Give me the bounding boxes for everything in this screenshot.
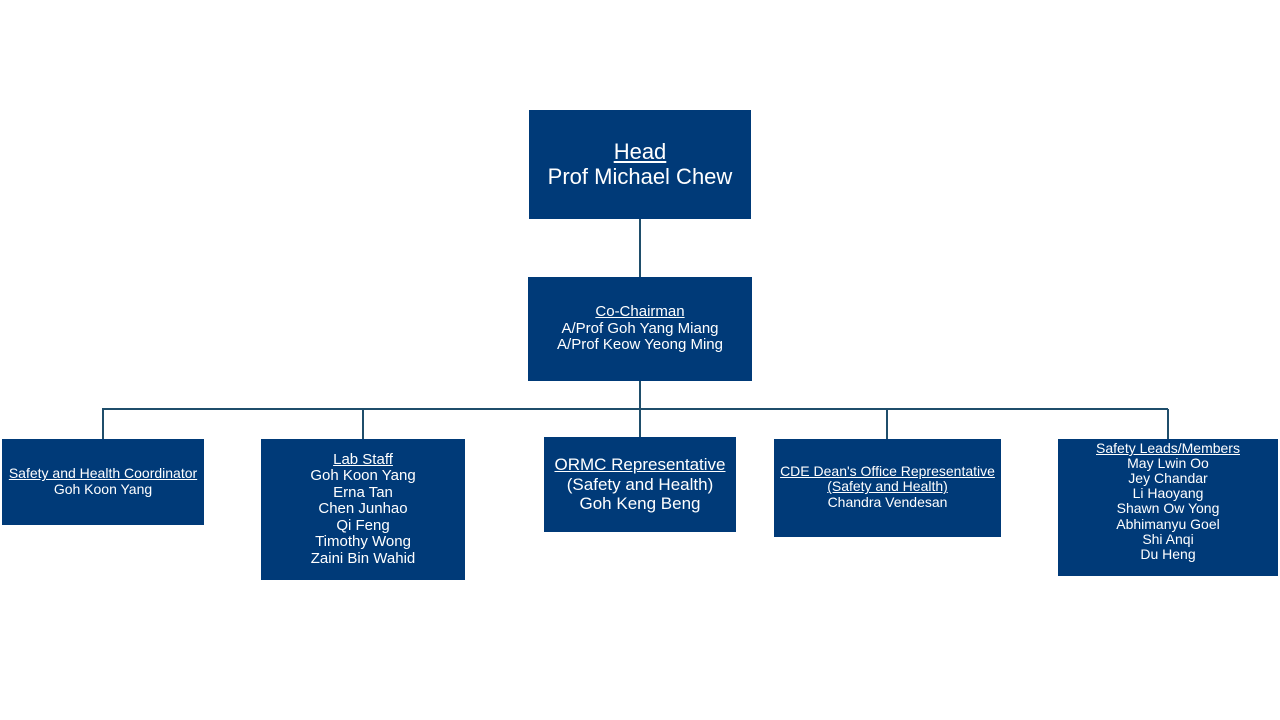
- lab-staff-box: Lab Staff Goh Koon Yang Erna Tan Chen Ju…: [261, 439, 465, 580]
- lab-staff-member: Erna Tan: [333, 483, 393, 501]
- lab-staff-member: Goh Koon Yang: [310, 467, 416, 485]
- lab-staff-member: Chen Junhao: [318, 500, 408, 518]
- safety-leads-member: Shawn Ow Yong: [1116, 500, 1220, 517]
- head-title: Head: [613, 138, 667, 164]
- head-box: Head Prof Michael Chew: [529, 110, 751, 219]
- cde-representative-title: CDE Dean's Office Representative: [780, 463, 995, 479]
- lab-staff-member: Timothy Wong: [315, 533, 411, 551]
- cde-representative-title-line2: (Safety and Health): [827, 478, 948, 495]
- co-chairman-box: Co-Chairman A/Prof Goh Yang Miang A/Prof…: [528, 277, 752, 381]
- ormc-representative-subtitle: (Safety and Health): [566, 474, 714, 494]
- safety-leads-member: Li Haoyang: [1132, 485, 1204, 502]
- safety-health-coordinator-box: Safety and Health Coordinator Goh Koon Y…: [2, 439, 204, 525]
- safety-leads-members-box: Safety Leads/Members May Lwin Oo Jey Cha…: [1058, 439, 1278, 576]
- safety-leads-member: Abhimanyu Goel: [1116, 515, 1220, 532]
- safety-leads-member: Du Heng: [1140, 545, 1196, 562]
- safety-health-coordinator-title: Safety and Health Coordinator: [8, 465, 198, 482]
- head-name: Prof Michael Chew: [547, 163, 733, 189]
- co-chairman-title: Co-Chairman: [595, 303, 685, 321]
- lab-staff-member: Qi Feng: [336, 516, 390, 534]
- co-chairman-name: A/Prof Keow Yeong Ming: [557, 336, 723, 354]
- safety-leads-member: May Lwin Oo: [1127, 455, 1209, 472]
- ormc-representative-box: ORMC Representative (Safety and Health) …: [544, 437, 736, 532]
- cde-representative-name: Chandra Vendesan: [827, 493, 948, 510]
- safety-health-coordinator-name: Goh Koon Yang: [53, 481, 153, 497]
- lab-staff-member: Zaini Bin Wahid: [310, 549, 416, 567]
- ormc-representative-title: ORMC Representative: [554, 454, 726, 474]
- ormc-representative-name: Goh Keng Beng: [579, 494, 701, 514]
- lab-staff-title: Lab Staff: [333, 450, 393, 468]
- co-chairman-name: A/Prof Goh Yang Miang: [561, 319, 719, 337]
- cde-dean-office-representative-box: CDE Dean's Office Representative (Safety…: [774, 439, 1001, 537]
- safety-leads-member: Jey Chandar: [1128, 470, 1208, 487]
- safety-leads-member: Shi Anqi: [1142, 530, 1194, 547]
- safety-leads-title: Safety Leads/Members: [1096, 440, 1240, 456]
